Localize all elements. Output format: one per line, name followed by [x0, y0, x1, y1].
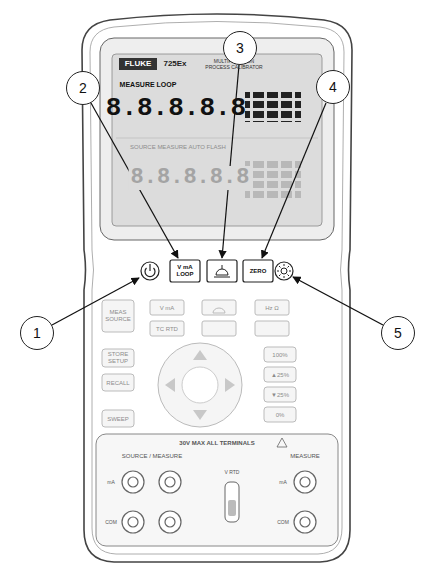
bar-graph-dim	[245, 160, 301, 200]
display-bezel	[100, 38, 334, 240]
mode-indicator: MEASURE LOOP	[120, 81, 177, 88]
power-symbol	[145, 264, 155, 277]
callout-number: 4	[329, 80, 337, 94]
callout-circle: 4	[316, 70, 350, 104]
button-label: ▼25%	[271, 392, 289, 398]
button-label: MEAS SOURCE	[104, 309, 132, 322]
arrow-pad-center	[182, 367, 218, 403]
callout-circle: 3	[223, 31, 257, 65]
mode-switch-slider	[228, 500, 236, 516]
lcd-screen	[112, 54, 322, 226]
callout-circle: 2	[66, 71, 100, 105]
backlight-sun	[281, 268, 287, 274]
leader-line	[52, 278, 139, 325]
callout-number: 1	[33, 326, 41, 340]
screen-divider	[116, 138, 318, 139]
leader-line	[262, 103, 326, 258]
button-label: 100%	[272, 352, 287, 358]
bar-graph	[245, 92, 301, 122]
mode-indicator: SOURCE MEASURE AUTO FLASH	[128, 143, 228, 151]
callout-circle: 5	[381, 316, 415, 350]
lcd-digits: 8.8.8.8.8	[129, 166, 252, 190]
model-name: 725Ex	[163, 60, 186, 68]
terminal-label: V RTD	[225, 470, 240, 475]
zero-button	[243, 260, 273, 282]
callout-number: 5	[394, 326, 402, 340]
backlight-rays	[277, 264, 291, 278]
terminal-label: mA	[107, 480, 115, 485]
terminal-label: SOURCE / MEASURE	[122, 453, 182, 459]
callout-number: 3	[236, 41, 244, 55]
logo-plate	[119, 58, 157, 70]
button-label: STORE SETUP	[104, 351, 132, 364]
backlight-button	[275, 262, 293, 280]
housing	[82, 14, 352, 562]
warning-triangle	[277, 438, 287, 447]
button-label: ▲25%	[271, 372, 289, 378]
button-label: V mA	[160, 305, 175, 311]
button-label: ZERO	[250, 268, 267, 274]
pressure-button	[207, 260, 237, 282]
terminal-label: COM	[277, 520, 289, 525]
button-label: TC RTD	[156, 326, 178, 332]
power-button	[141, 262, 159, 280]
housing-inner-edge	[90, 22, 344, 555]
button-label: SWEEP	[107, 416, 129, 422]
pressure-icon	[214, 265, 230, 277]
callout-number: 2	[79, 81, 87, 95]
leader-line	[222, 65, 239, 258]
warning-text: 30V MAX ALL TERMINALS	[179, 440, 254, 446]
terminal-label: mA	[279, 480, 287, 485]
callout-circle: 1	[20, 316, 54, 350]
lcd-digits: 8.8.8.8.8	[106, 95, 246, 121]
button-label: V mA LOOP	[172, 264, 198, 277]
terminal-label: COM	[105, 520, 117, 525]
terminal-panel	[96, 434, 338, 546]
leader-line	[293, 277, 383, 325]
button-label: Hz Ω	[265, 305, 279, 311]
pressure-icon-dim	[213, 308, 225, 313]
arrow-pad-arrows	[165, 350, 235, 420]
arrow-pad	[158, 343, 242, 427]
button-label: 0%	[276, 412, 285, 418]
vma-loop-button	[170, 260, 200, 282]
mode-switch	[225, 482, 239, 522]
input-jacks	[122, 471, 316, 533]
function-keys	[102, 300, 296, 427]
terminal-label: MEASURE	[290, 453, 320, 459]
brand-logo: FLUKE	[125, 60, 152, 68]
button-label: RECALL	[106, 380, 129, 386]
